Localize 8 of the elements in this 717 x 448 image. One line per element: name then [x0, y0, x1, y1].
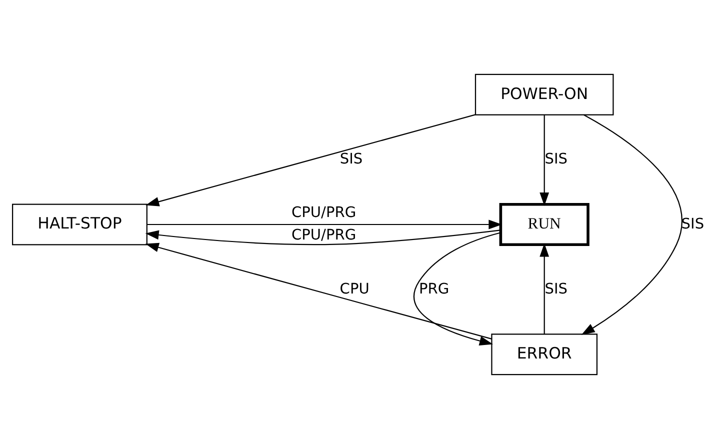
edge-label: SIS [544, 280, 568, 297]
edge-label: SIS [340, 150, 363, 167]
edge-label: SIS [544, 150, 568, 167]
edge-label: CPU [340, 280, 370, 297]
edge-label: PRG [418, 280, 450, 297]
edge-label: CPU/PRG [291, 226, 356, 243]
edge-label: CPU/PRG [291, 204, 356, 221]
edge-label: SIS [681, 214, 704, 232]
